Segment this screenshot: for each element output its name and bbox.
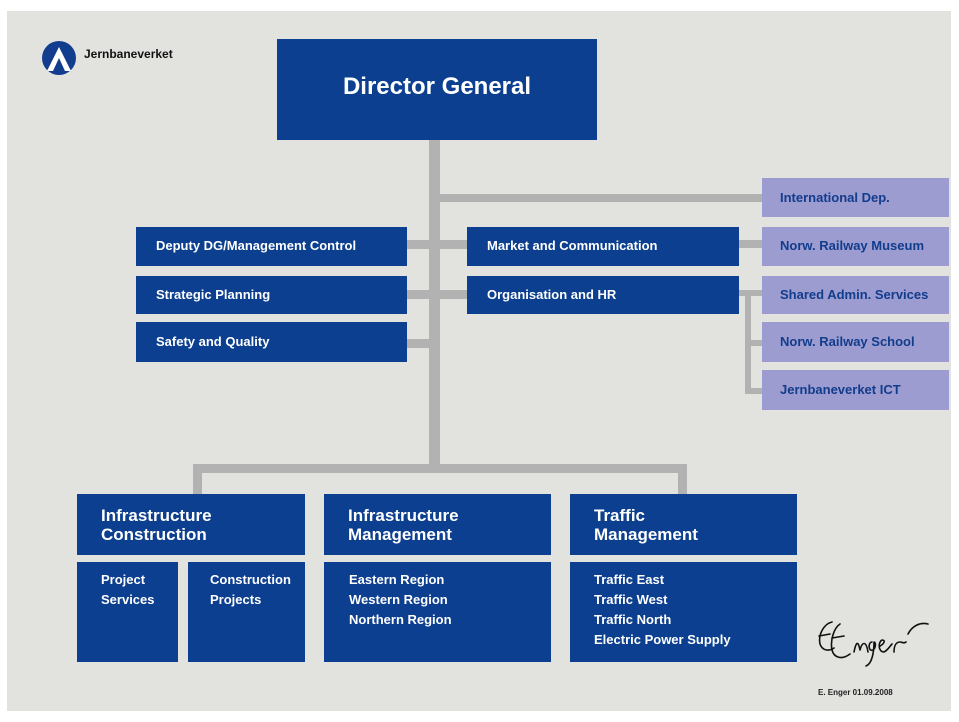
traffic-management-title: Traffic Management	[594, 506, 698, 544]
list-item: Traffic East	[594, 572, 665, 587]
connector-deputy	[407, 240, 467, 249]
list-item: Electric Power Supply	[594, 632, 731, 647]
list-item: Traffic West	[594, 592, 668, 607]
infrastructure-construction-title: Infrastructure Construction	[101, 506, 212, 544]
railway-museum-label: Norw. Railway Museum	[780, 238, 924, 253]
list-item: Western Region	[349, 592, 448, 607]
regions-list: Eastern Region Western Region Northern R…	[349, 570, 452, 630]
connector-safety	[407, 339, 429, 348]
traffic-management-box: Traffic Management	[570, 494, 797, 555]
shared-admin-services-label: Shared Admin. Services	[780, 287, 929, 302]
signature-image	[818, 621, 929, 667]
market-communication-label: Market and Communication	[487, 238, 658, 253]
deputy-dg-label: Deputy DG/Management Control	[156, 238, 357, 253]
list-item: Traffic North	[594, 612, 672, 627]
connector-left-drop	[193, 464, 202, 494]
connector-international	[440, 194, 762, 202]
market-communication-box: Market and Communication	[467, 227, 739, 266]
connector-right-vertical	[745, 290, 751, 394]
safety-quality-box: Safety and Quality	[136, 322, 407, 362]
connector-school	[751, 340, 762, 346]
list-item: Eastern Region	[349, 572, 445, 587]
organisation-hr-box: Organisation and HR	[467, 276, 739, 314]
infrastructure-management-title: Infrastructure Management	[348, 506, 459, 544]
infrastructure-construction-box: Infrastructure Construction	[77, 494, 305, 555]
railway-school-label: Norw. Railway School	[780, 334, 915, 349]
logo-text: Jernbaneverket	[84, 47, 173, 61]
signature-caption: E. Enger 01.09.2008	[818, 688, 893, 697]
list-item: Northern Region	[349, 612, 452, 627]
construction-projects-label: Construction Projects	[210, 572, 291, 607]
jernbaneverket-ict-box: Jernbaneverket ICT	[762, 370, 949, 410]
traffic-list: Traffic East Traffic West Traffic North …	[594, 570, 731, 650]
project-services-label: Project Services	[101, 572, 155, 607]
connector-right-drop	[678, 464, 687, 494]
strategic-planning-label: Strategic Planning	[156, 287, 271, 302]
shared-admin-services-box: Shared Admin. Services	[762, 276, 949, 314]
international-dep-label: International Dep.	[780, 190, 890, 205]
deputy-dg-box: Deputy DG/Management Control	[136, 227, 407, 266]
connector-strategic	[407, 290, 467, 299]
safety-quality-label: Safety and Quality	[156, 334, 270, 349]
connector-museum	[739, 240, 762, 248]
railway-school-box: Norw. Railway School	[762, 322, 949, 362]
jernbaneverket-ict-label: Jernbaneverket ICT	[780, 382, 901, 397]
connector-main-trunk	[429, 140, 440, 470]
traffic-management-items-box: Traffic East Traffic West Traffic North …	[570, 562, 797, 662]
construction-projects-box: Construction Projects	[188, 562, 305, 662]
project-services-box: Project Services	[77, 562, 178, 662]
infrastructure-management-regions-box: Eastern Region Western Region Northern R…	[324, 562, 551, 662]
strategic-planning-box: Strategic Planning	[136, 276, 407, 314]
organisation-hr-label: Organisation and HR	[487, 287, 617, 302]
connector-bottom-horizontal	[193, 464, 687, 473]
railway-museum-box: Norw. Railway Museum	[762, 227, 949, 266]
connector-ict	[751, 388, 762, 394]
international-dep-box: International Dep.	[762, 178, 949, 217]
director-general-box: Director General	[277, 39, 597, 140]
jernbaneverket-logo-icon	[42, 41, 76, 75]
director-general-label: Director General	[342, 73, 532, 100]
infrastructure-management-box: Infrastructure Management	[324, 494, 551, 555]
